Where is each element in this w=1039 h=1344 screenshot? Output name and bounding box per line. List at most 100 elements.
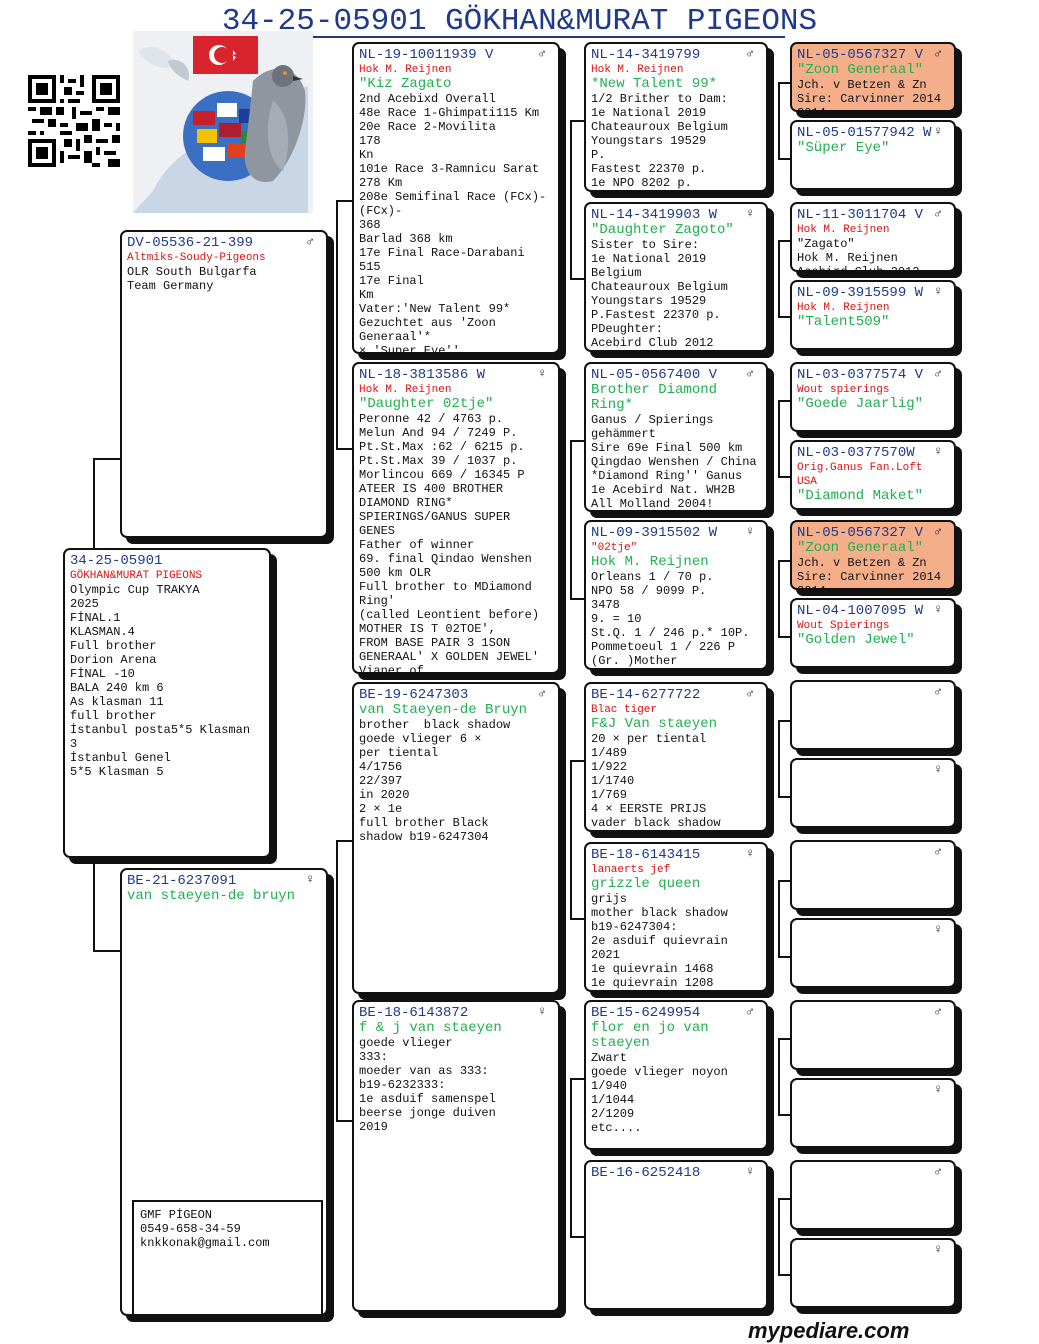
card-details: Peronne 42 / 4763 p. Melun And 94 / 7249… xyxy=(359,412,553,674)
pigeon-name: "Süper Eye" xyxy=(797,141,949,156)
gen3-card-1[interactable]: NL-14-3419799 ♂ Hok M. Reijnen *New Tale… xyxy=(584,42,768,192)
card-details: OLR South Bulgarfa Team Germany xyxy=(127,265,321,293)
gen4-card-8[interactable]: NL-04-1007095 W♀Wout Spierings"Golden Je… xyxy=(790,598,956,668)
gen4-card-7[interactable]: NL-05-0567327 V♂"Zoon Generaal"Jch. v Be… xyxy=(790,520,956,590)
dam-sire-card[interactable]: BE-19-6247303 ♂ van Staeyen-de Bruyn bro… xyxy=(352,682,560,994)
pigeon-name: "Daughter 02tje" xyxy=(359,397,553,412)
male-symbol-icon: ♂ xyxy=(746,367,754,381)
owner-name: lanaerts jef xyxy=(591,863,761,877)
gen4-card-12[interactable]: ♀ xyxy=(790,918,956,988)
gen3-card-5[interactable]: BE-14-6277722 ♂ Blac tiger F&J Van staey… xyxy=(584,682,768,832)
title-underline xyxy=(247,36,785,38)
gen4-card-4[interactable]: NL-09-3915599 W♀Hok M. Reijnen"Talent509… xyxy=(790,280,956,350)
owner-name: Blac tiger xyxy=(591,703,761,717)
female-symbol-icon: ♀ xyxy=(934,1083,942,1097)
owner-name: Altmiks-Soudy-Pigeons xyxy=(127,251,321,265)
connector xyxy=(778,1114,790,1116)
pigeon-name: *New Talent 99* xyxy=(591,77,761,92)
connector xyxy=(778,1198,790,1200)
ring-number: NL-18-3813586 W xyxy=(359,367,553,383)
connector xyxy=(778,560,790,562)
gen3-card-4[interactable]: NL-09-3915502 W ♀ "02tje" Hok M. Reijnen… xyxy=(584,520,768,670)
gen4-card-2[interactable]: NL-05-01577942 W♀"Süper Eye" xyxy=(790,120,956,190)
pigeon-name: grizzle queen xyxy=(591,877,761,892)
contact-email[interactable]: knkkonak@gmail.com xyxy=(140,1236,315,1250)
pigeon-name: "Talent509" xyxy=(797,315,949,330)
gen4-card-14[interactable]: ♀ xyxy=(790,1078,956,1148)
contact-box: GMF PİGEON 0549-658-34-59 knkkonak@gmail… xyxy=(132,1200,323,1316)
owner-name: Hok M. Reijnen xyxy=(359,383,553,397)
pigeon-name: van staeyen-de bruyn xyxy=(127,889,321,904)
gen3-card-3[interactable]: NL-05-0567400 V ♂ Brother Diamond Ring* … xyxy=(584,362,768,512)
female-symbol-icon: ♀ xyxy=(934,603,942,617)
card-details: Sister to Sire: 1e National 2019 Belgium… xyxy=(591,238,761,350)
gen4-card-13[interactable]: ♂ xyxy=(790,1000,956,1070)
connector xyxy=(778,476,790,478)
connector xyxy=(778,1198,780,1276)
female-symbol-icon: ♀ xyxy=(746,1165,754,1179)
ring-number: 34-25-05901 xyxy=(70,553,264,569)
female-symbol-icon: ♀ xyxy=(538,1005,546,1019)
connector xyxy=(93,458,120,460)
card-details: Ganus / Spierings gehämmert Sire 69e Fin… xyxy=(591,413,761,512)
male-symbol-icon: ♂ xyxy=(746,687,754,701)
owner-name: Orig.Ganus Fan.Loft USA xyxy=(797,461,949,489)
gen4-card-15[interactable]: ♂ xyxy=(790,1160,956,1230)
qr-code-icon xyxy=(28,75,120,167)
connector xyxy=(570,440,572,600)
gen4-card-6[interactable]: NL-03-0377570W♀Orig.Ganus Fan.Loft USA"D… xyxy=(790,440,956,510)
female-symbol-icon: ♀ xyxy=(934,445,942,459)
card-details: Jch. v Betzen & Zn Sire: Carvinner 2014 … xyxy=(797,556,949,590)
contact-name: GMF PİGEON xyxy=(140,1208,315,1222)
ring-number: NL-19-10011939 V xyxy=(359,47,553,63)
connector xyxy=(778,240,780,318)
sire-sire-card[interactable]: NL-19-10011939 V ♂ Hok M. Reijnen "Kiz Z… xyxy=(352,42,560,354)
connector xyxy=(778,400,780,478)
ring-number: NL-14-3419903 W xyxy=(591,207,761,223)
connector xyxy=(336,448,352,450)
connector xyxy=(336,840,338,1120)
gen3-card-8[interactable]: BE-16-6252418 ♀ xyxy=(584,1160,768,1310)
male-symbol-icon: ♂ xyxy=(934,47,942,61)
connector xyxy=(570,120,572,280)
pigeon-name: "Daughter Zagoto" xyxy=(591,223,761,238)
sire-card[interactable]: DV-05536-21-399 ♂ Altmiks-Soudy-Pigeons … xyxy=(120,230,328,538)
gen3-card-7[interactable]: BE-15-6249954 ♂ flor en jo van staeyen Z… xyxy=(584,1000,768,1150)
sire-dam-card[interactable]: NL-18-3813586 W ♀ Hok M. Reijnen "Daught… xyxy=(352,362,560,674)
gen4-card-11[interactable]: ♂ xyxy=(790,840,956,910)
contact-phone[interactable]: 0549-658-34-59 xyxy=(140,1222,315,1236)
gen4-card-9[interactable]: ♂ xyxy=(790,680,956,750)
ring-number: NL-14-3419799 xyxy=(591,47,761,63)
ring-number: NL-03-0377574 V xyxy=(797,367,949,383)
gen4-card-1[interactable]: NL-05-0567327 V♂"Zoon Generaal"Jch. v Be… xyxy=(790,42,956,112)
ring-number: BE-15-6249954 xyxy=(591,1005,761,1021)
connector xyxy=(570,598,584,600)
gen3-card-2[interactable]: NL-14-3419903 W ♀ "Daughter Zagoto" Sist… xyxy=(584,202,768,352)
gen4-card-16[interactable]: ♀ xyxy=(790,1238,956,1308)
gen3-card-6[interactable]: BE-18-6143415 ♀ lanaerts jef grizzle que… xyxy=(584,842,768,992)
gen4-card-5[interactable]: NL-03-0377574 V♂Wout spierings"Goede Jaa… xyxy=(790,362,956,432)
ring-number: BE-16-6252418 xyxy=(591,1165,761,1181)
gen4-card-10[interactable]: ♀ xyxy=(790,758,956,828)
card-details: 2nd Acebixd Overall 48e Race 1-Ghimpati1… xyxy=(359,92,553,354)
subject-pigeon-card[interactable]: 34-25-05901 GÖKHAN&MURAT PIGEONS Olympic… xyxy=(63,548,271,858)
card-details: grijs mother black shadow b19-6247304: 2… xyxy=(591,892,761,990)
female-symbol-icon: ♀ xyxy=(306,873,314,887)
owner-name: Wout Spierings xyxy=(797,619,949,633)
connector xyxy=(778,796,790,798)
connector xyxy=(778,560,780,638)
ring-number: NL-09-3915599 W xyxy=(797,285,949,301)
connector xyxy=(570,1078,584,1080)
connector xyxy=(336,200,338,450)
connector xyxy=(778,400,790,402)
gen4-card-3[interactable]: NL-11-3011704 V♂Hok M. Reijnen"Zagato" H… xyxy=(790,202,956,272)
dam-dam-card[interactable]: BE-18-6143872 ♀ f & j van staeyen goede … xyxy=(352,1000,560,1312)
connector xyxy=(778,880,780,958)
male-symbol-icon: ♂ xyxy=(934,845,942,859)
pigeon-name: Hok M. Reijnen xyxy=(591,555,761,570)
footer-brand[interactable]: mypediare.com xyxy=(748,1318,909,1344)
ring-number: NL-09-3915502 W xyxy=(591,525,761,541)
pigeon-name: "Zoon Generaal" xyxy=(797,541,949,556)
card-details: Zwart goede vlieger noyon 1/940 1/1044 2… xyxy=(591,1051,761,1135)
connector xyxy=(778,82,790,84)
